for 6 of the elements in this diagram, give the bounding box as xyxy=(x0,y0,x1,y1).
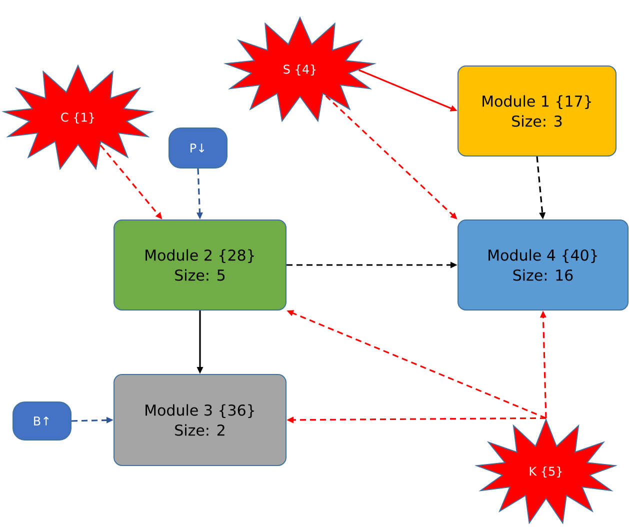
module-box: Module 3 {36} Size: 2 xyxy=(114,374,286,466)
tag-box: P↓ xyxy=(168,128,228,168)
module-box: Module 1 {17} Size: 3 xyxy=(458,66,616,156)
tag-box: B↑ xyxy=(12,402,72,440)
module-box: Module 2 {28} Size: 5 xyxy=(114,220,286,310)
module-box: Module 4 {40} Size: 16 xyxy=(458,220,628,310)
